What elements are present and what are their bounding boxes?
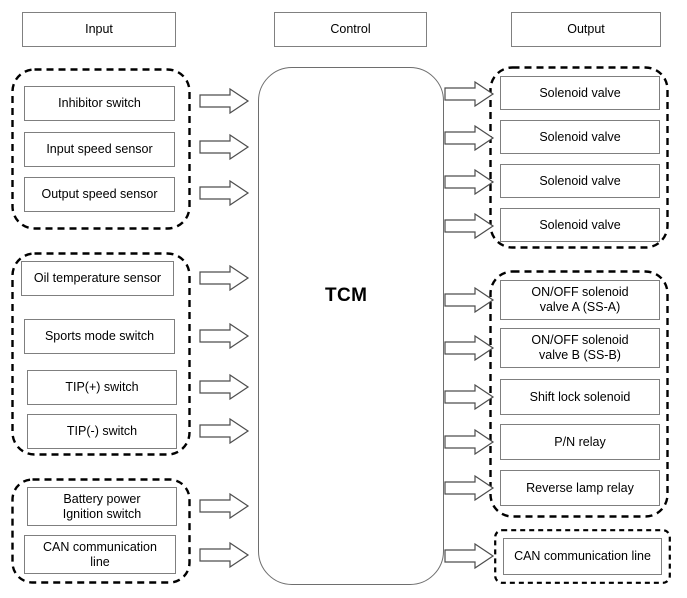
arrow-input-inhibitor-switch-icon [199, 87, 250, 115]
output-group-actuators [489, 270, 669, 518]
input-item-output-speed-sensor[interactable]: Output speed sensor [24, 177, 175, 212]
output-item-solenoid-valve-1[interactable]: Solenoid valve [500, 76, 660, 110]
arrow-tip-plus-switch-icon [199, 373, 250, 401]
arrow-solenoid-valve-4-icon [444, 212, 495, 240]
group-outline-dashed [11, 478, 191, 584]
input-item-inhibitor-switch[interactable]: Inhibitor switch [24, 86, 175, 121]
output-item-solenoid-valve-2[interactable]: Solenoid valve [500, 120, 660, 154]
input-item-can-communication-line[interactable]: CAN communication line [24, 535, 176, 574]
group-outline-dashed [494, 529, 671, 584]
arrow-input-speed-sensor-icon [199, 133, 250, 161]
output-group-can [494, 529, 671, 584]
output-item-pn-relay[interactable]: P/N relay [500, 424, 660, 460]
output-item-solenoid-valve-4[interactable]: Solenoid valve [500, 208, 660, 242]
input-item-sports-mode-switch[interactable]: Sports mode switch [24, 319, 175, 354]
output-group-solenoid-valves [489, 66, 669, 249]
arrow-output-speed-sensor-icon [199, 179, 250, 207]
output-item-shift-lock-solenoid[interactable]: Shift lock solenoid [500, 379, 660, 415]
arrow-oil-temperature-sensor-icon [199, 264, 250, 292]
arrow-reverse-lamp-relay-icon [444, 474, 495, 502]
arrow-tip-minus-switch-icon [199, 417, 250, 445]
column-header-input: Input [22, 12, 176, 47]
arrow-pn-relay-icon [444, 428, 495, 456]
input-item-battery-power-ignition-switch[interactable]: Battery power Ignition switch [27, 487, 177, 526]
input-group-sensors [11, 68, 191, 230]
arrow-solenoid-valve-2-icon [444, 124, 495, 152]
group-outline-dashed [11, 68, 191, 230]
output-item-can-communication-line[interactable]: CAN communication line [503, 538, 662, 575]
input-item-oil-temperature-sensor[interactable]: Oil temperature sensor [21, 261, 174, 296]
output-item-on-off-solenoid-valve-a[interactable]: ON/OFF solenoid valve A (SS-A) [500, 280, 660, 320]
arrow-output-can-communication-line-icon [444, 542, 495, 570]
tcm-unit[interactable] [258, 67, 444, 585]
column-header-control: Control [274, 12, 427, 47]
input-item-input-speed-sensor[interactable]: Input speed sensor [24, 132, 175, 167]
arrow-solenoid-valve-3-icon [444, 168, 495, 196]
arrow-battery-power-ignition-switch-icon [199, 492, 250, 520]
group-outline-dashed [11, 252, 191, 456]
output-item-solenoid-valve-3[interactable]: Solenoid valve [500, 164, 660, 198]
arrow-input-can-communication-line-icon [199, 541, 250, 569]
group-outline-dashed [489, 66, 669, 249]
output-item-on-off-solenoid-valve-b[interactable]: ON/OFF solenoid valve B (SS-B) [500, 328, 660, 368]
arrow-shift-lock-solenoid-icon [444, 383, 495, 411]
input-item-tip-plus-switch[interactable]: TIP(+) switch [27, 370, 177, 405]
input-group-power [11, 478, 191, 584]
tcm-label: TCM [325, 285, 368, 306]
arrow-sports-mode-switch-icon [199, 322, 250, 350]
group-outline-dashed [489, 270, 669, 518]
arrow-solenoid-valve-1-icon [444, 80, 495, 108]
column-header-output: Output [511, 12, 661, 47]
output-item-reverse-lamp-relay[interactable]: Reverse lamp relay [500, 470, 660, 506]
input-item-tip-minus-switch[interactable]: TIP(-) switch [27, 414, 177, 449]
arrow-on-off-solenoid-valve-a-icon [444, 286, 495, 314]
arrow-on-off-solenoid-valve-b-icon [444, 334, 495, 362]
input-group-switches [11, 252, 191, 456]
